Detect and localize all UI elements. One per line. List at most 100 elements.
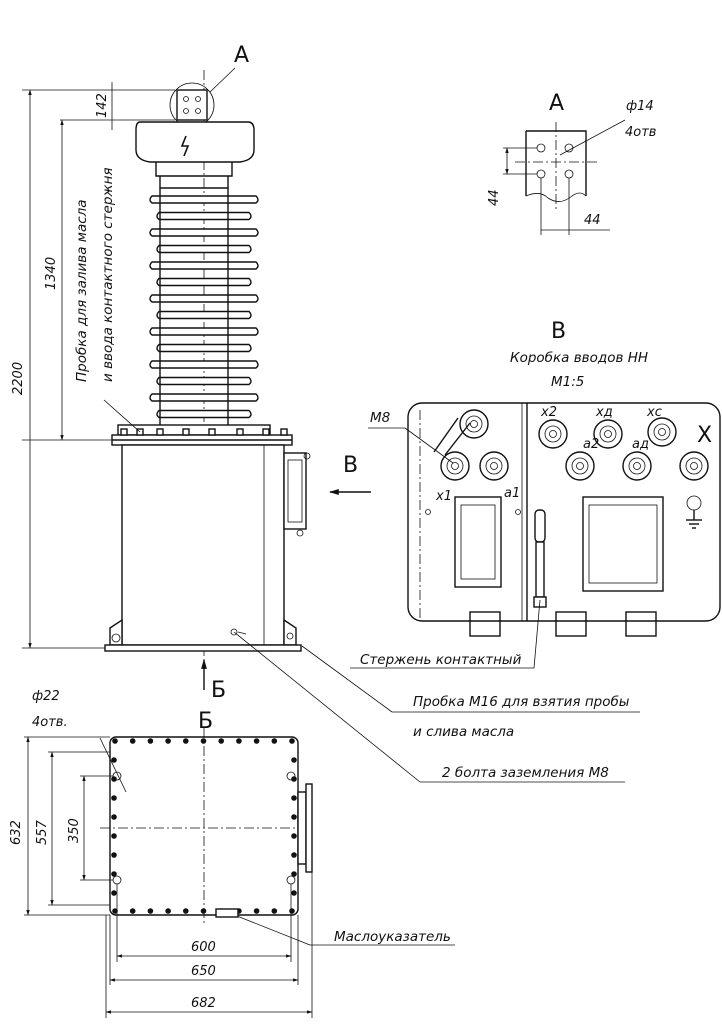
rim-bolt [129, 908, 136, 914]
bottom-dim-600: 600 [191, 940, 216, 955]
lv-terminal-stud [451, 462, 459, 470]
bottom-hole-spec: ф22 [32, 689, 60, 704]
terminal-xc: xc [646, 405, 662, 420]
dim-top-cap: 142 [95, 93, 110, 118]
detail-v-lv-box [350, 402, 721, 669]
dim-insulator: 1340 [44, 257, 59, 290]
insulator-shed [156, 343, 252, 353]
terminal-ad: aд [632, 437, 649, 452]
flange-bolt [120, 428, 128, 436]
lv-terminal [459, 409, 489, 439]
detail-a-dim-horizontal: 44 [584, 213, 601, 228]
lv-terminal [647, 417, 677, 447]
rim-bolt [112, 738, 118, 744]
detail-a [503, 119, 626, 235]
lv-terminal [622, 451, 652, 481]
insulator-shed [149, 261, 259, 270]
rim-bolt [147, 908, 154, 914]
lv-terminal [565, 451, 595, 481]
bottom-dim-650: 650 [191, 964, 216, 979]
rim-bolt [200, 908, 207, 914]
rim-bolt [271, 908, 278, 914]
callout-contact-rod: Стержень контактный [360, 652, 522, 668]
insulator-shed [149, 393, 259, 402]
rim-bolt [291, 890, 297, 896]
rim-bolt [111, 852, 117, 858]
insulator-shed [149, 228, 259, 237]
rim-bolt [112, 908, 118, 914]
callout-ground-bolts: 2 болта заземления M8 [442, 765, 609, 781]
lv-terminal-stud [470, 420, 478, 428]
view-v-title: В [551, 319, 566, 344]
rim-bolt [291, 871, 297, 877]
lv-terminal-nut [628, 457, 646, 475]
lv-terminal [593, 419, 623, 449]
lv-terminal-stud [690, 462, 698, 470]
lv-terminal-nut [544, 425, 562, 443]
detail-a-hole-count: 4отв [625, 125, 656, 140]
lv-terminal-nut [571, 457, 589, 475]
rim-bolt [129, 738, 136, 744]
callout-oil-indicator: Маслоуказатель [334, 929, 451, 945]
lv-terminal-nut [465, 415, 483, 433]
view-b-title: Б [198, 709, 213, 734]
lv-terminal-stud [549, 430, 557, 438]
callout-leaders [231, 631, 640, 946]
bottom-hole-count: 4отв. [32, 715, 68, 730]
insulator-shed [156, 409, 252, 419]
bottom-dim-632: 632 [9, 820, 24, 845]
terminal-x1: x1 [435, 489, 452, 504]
lv-terminal-nut [653, 423, 671, 441]
rim-bolt [291, 852, 297, 858]
main-dimensions [22, 82, 175, 649]
lv-terminal-stud [576, 462, 584, 470]
terminal-a1: a1 [504, 486, 520, 501]
insulator-shed [156, 211, 252, 221]
lv-terminal-nut [685, 457, 703, 475]
rim-bolt [289, 738, 295, 744]
rim-bolt [291, 795, 297, 801]
rim-bolt [253, 908, 260, 914]
callout-plug-m16-line2: и слива масла [413, 724, 514, 740]
dim-overall-height: 2200 [11, 362, 26, 395]
lv-terminal-nut [485, 457, 503, 475]
insulator-shed [156, 310, 252, 320]
rim-bolt [218, 738, 224, 744]
insulator-shed [156, 244, 252, 254]
view-b-marker: Б [211, 678, 226, 703]
rim-bolt [183, 908, 189, 914]
terminal-x2: x2 [540, 405, 557, 420]
rim-bolt [111, 814, 117, 820]
bottom-dim-682: 682 [191, 996, 216, 1011]
terminal-x: X [697, 423, 712, 448]
bottom-dim-350: 350 [67, 818, 82, 843]
view-v-marker: В [343, 453, 358, 478]
lv-terminal [538, 419, 568, 449]
flange-bolt [236, 428, 244, 436]
rim-bolt [291, 833, 297, 839]
terminal-xd: xд [595, 405, 613, 420]
lv-terminal [440, 451, 470, 481]
view-a-marker: A [234, 43, 249, 68]
rim-bolt [111, 833, 117, 839]
rim-bolt [291, 814, 297, 820]
lv-terminal-nut [446, 457, 464, 475]
detail-v-title: Коробка вводов НН [510, 350, 648, 366]
lv-terminal-stud [490, 462, 498, 470]
lv-terminal [679, 451, 709, 481]
rim-bolt [200, 738, 207, 744]
callout-plug-m16-line1: Пробка M16 для взятия пробы [413, 694, 630, 710]
terminal-a2: a2 [583, 437, 599, 452]
flange-bolt [156, 428, 164, 436]
rim-bolt [111, 890, 117, 896]
rim-bolt [271, 738, 278, 744]
bottom-dim-557: 557 [35, 819, 50, 845]
rim-bolt [111, 795, 117, 801]
insulator-shed [149, 195, 259, 204]
rim-bolt [253, 738, 260, 744]
rim-bolt [147, 738, 154, 744]
rim-bolt [111, 871, 117, 877]
flange-bolt [182, 428, 190, 436]
main-side-view [104, 67, 371, 690]
label-oil-plug-line1: Пробка для залива масла [74, 199, 90, 382]
